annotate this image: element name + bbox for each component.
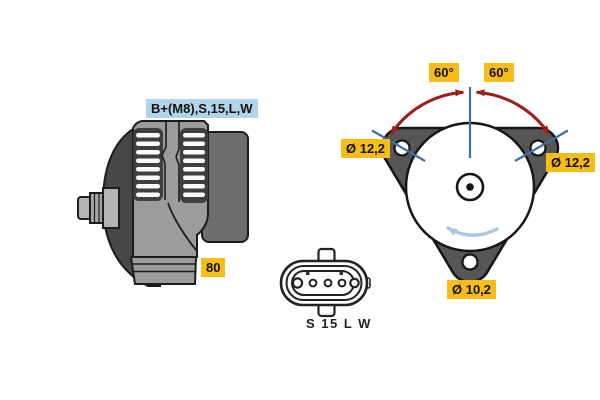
angle-left-label: 60° <box>429 63 459 82</box>
connector-pins <box>291 277 360 289</box>
connector-plug <box>279 247 371 318</box>
alternator-side-view <box>77 120 249 287</box>
connector-inner-shell <box>285 265 363 301</box>
vent-patch-right <box>180 128 208 203</box>
angle-arc-right <box>475 89 551 135</box>
hole-diameter-left-label: Ø 12,2 <box>341 139 391 158</box>
hole-diameter-bottom-label: Ø 10,2 <box>447 280 497 299</box>
rotation-direction-arrow <box>446 226 499 237</box>
center-rib-left-edge <box>161 122 167 200</box>
center-rib-right-edge <box>175 122 180 202</box>
hole-axis-left <box>371 129 426 162</box>
shaft-center-dot <box>466 183 474 191</box>
mounting-foot <box>129 256 198 285</box>
hole-axis-right <box>514 129 569 162</box>
keying-notch-1 <box>306 271 310 275</box>
mounting-face-view <box>371 87 569 284</box>
vent-patch-left <box>133 128 163 201</box>
terminal-designation-label: B+(M8),S,15,L,W <box>146 99 258 118</box>
angle-right-label: 60° <box>484 63 514 82</box>
vent-slots <box>136 133 205 197</box>
keying-notch-2 <box>339 271 343 275</box>
connector-pins-label: S 15 L W <box>306 316 372 331</box>
hole-diameter-right-label: Ø 12,2 <box>546 153 596 172</box>
body-lower-contour <box>167 202 198 252</box>
pulley <box>77 187 120 229</box>
mounting-hole-bottom <box>461 253 479 271</box>
size-80-label: 80 <box>201 258 226 277</box>
angle-arc-left <box>389 89 465 135</box>
